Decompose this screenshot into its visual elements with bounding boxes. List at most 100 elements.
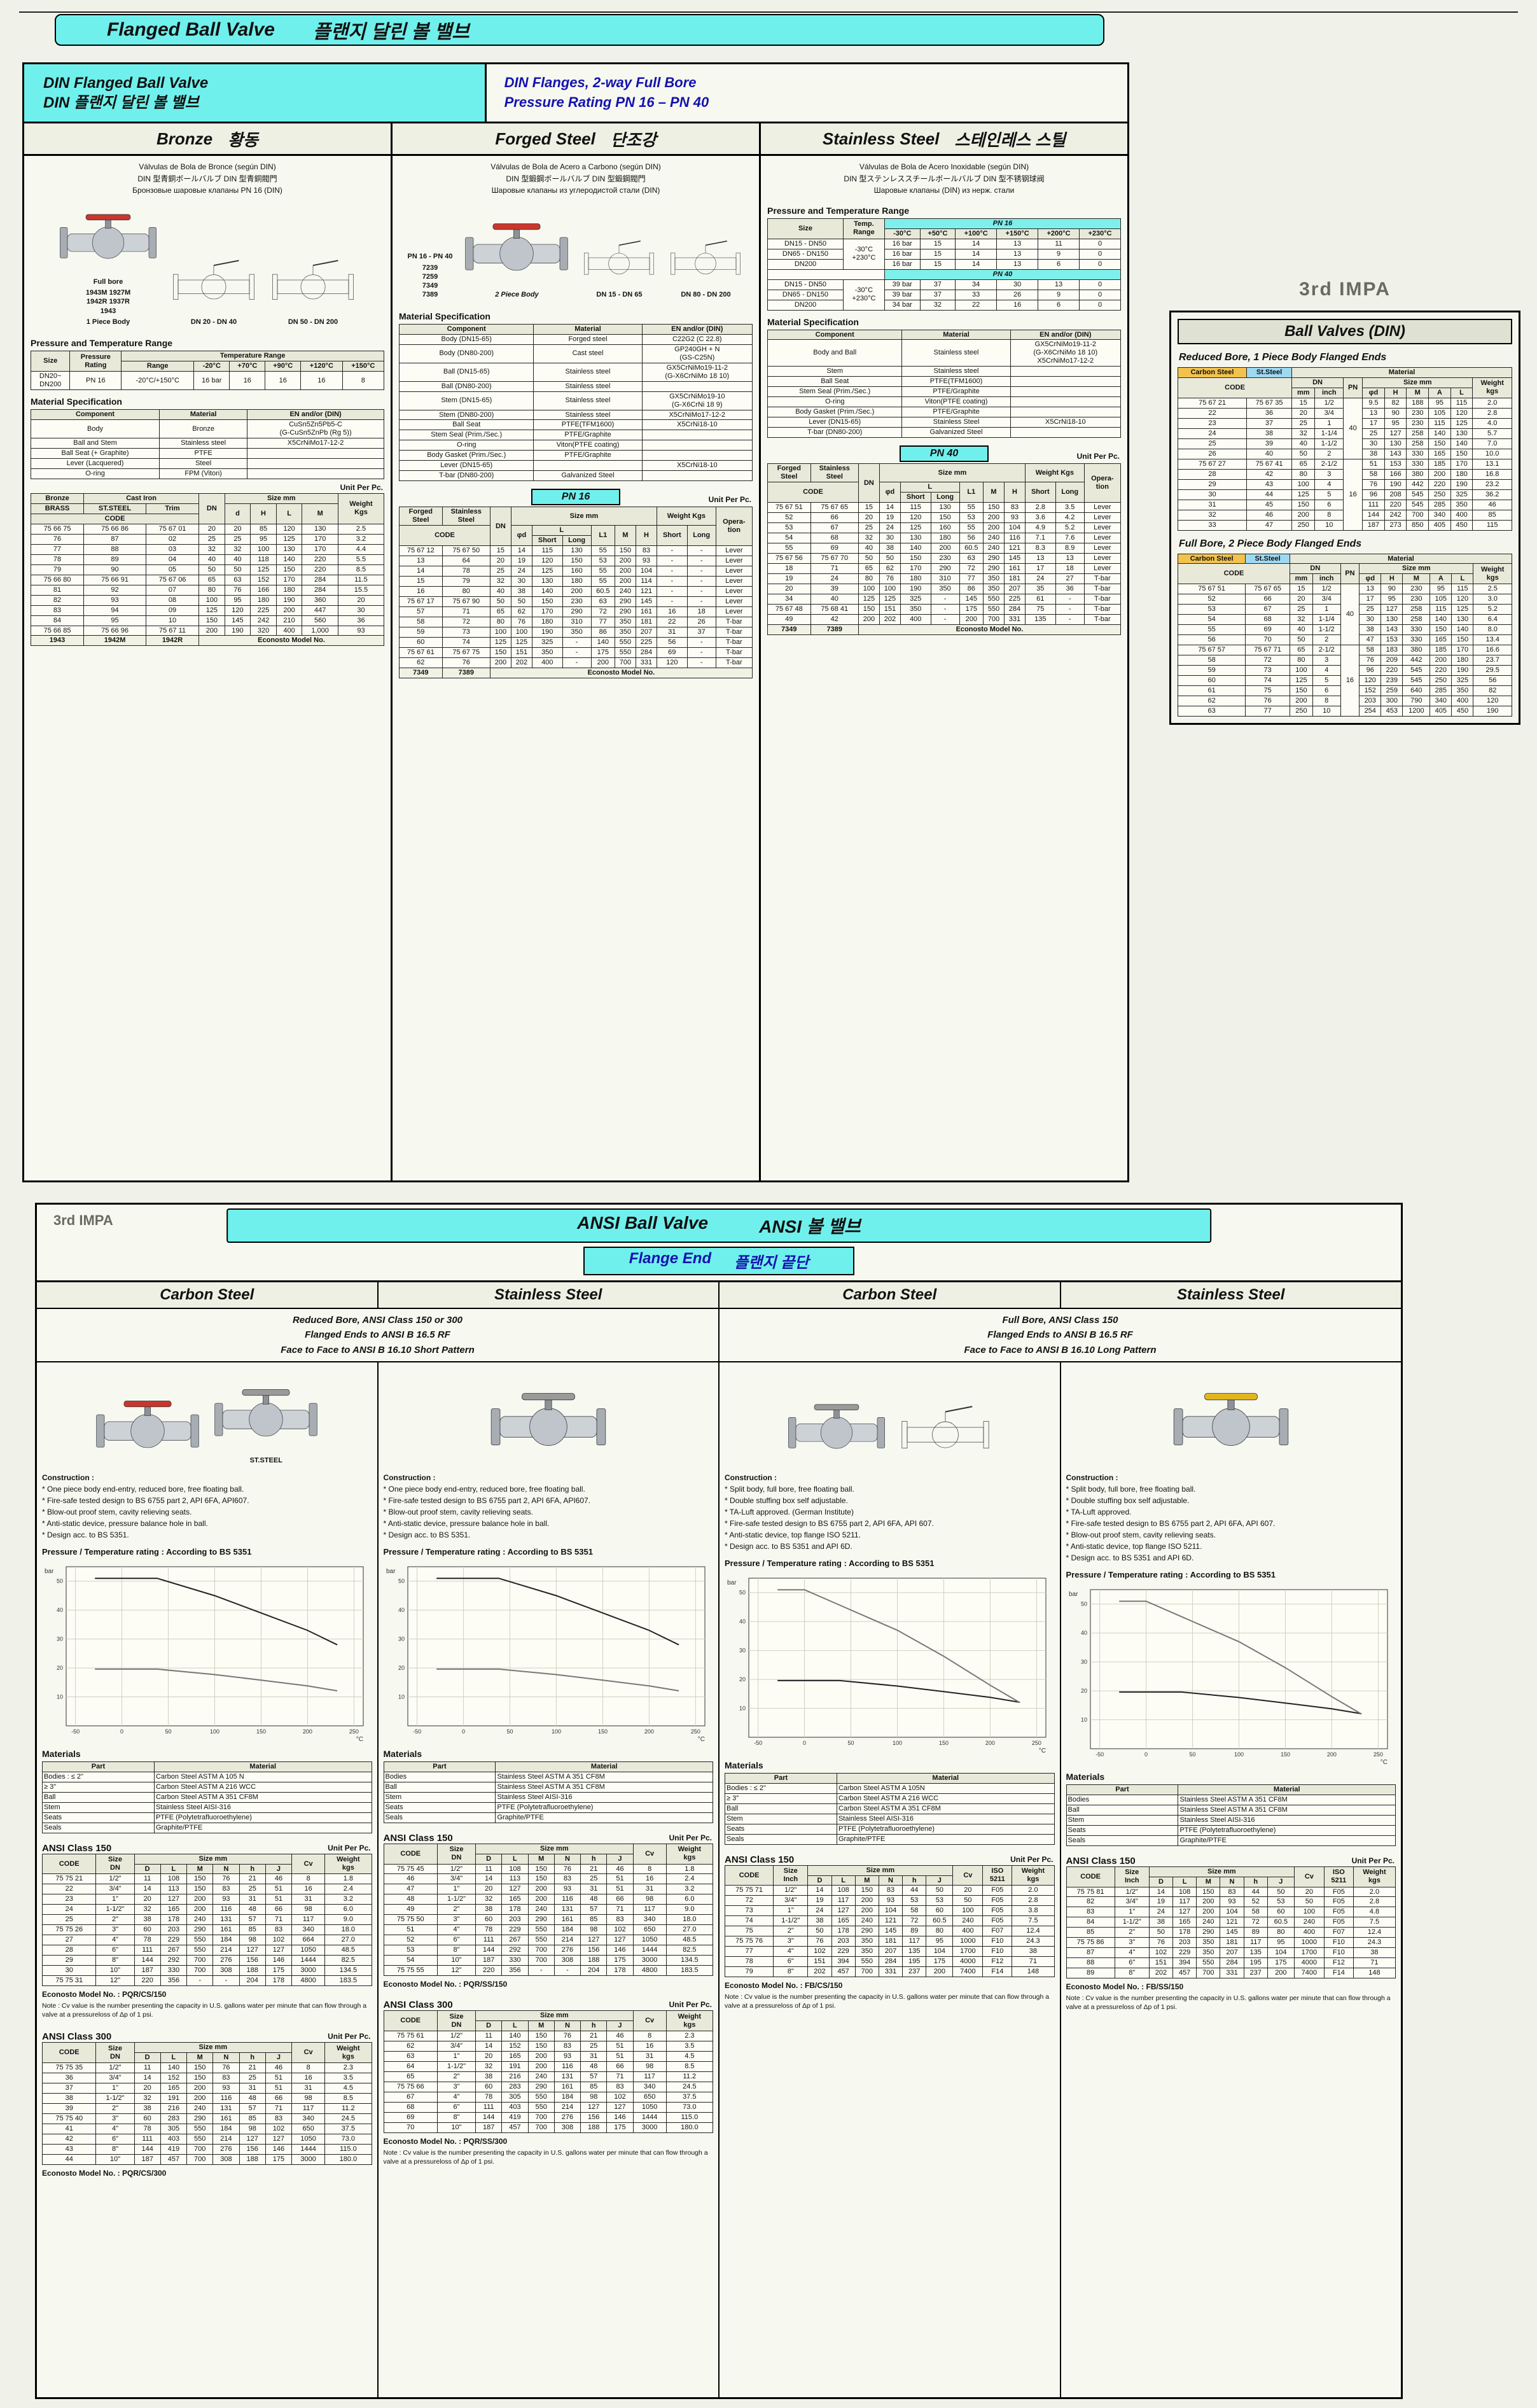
ansi-section: 3rd IMPA ANSI Ball Valve ANSI 볼 밸브 Flang… [35, 1203, 1403, 2399]
class150-row: ANSI Class 150 Unit Per Pc. [1066, 1852, 1396, 1866]
cv-note: Note : Cv value is the number presenting… [42, 2002, 367, 2019]
flange-end-band: Flange End 플랜지 끝단 [583, 1247, 855, 1275]
table-row: Bodies : ≤ 2"Carbon Steel ASTM A 105 N [42, 1771, 372, 1782]
svg-text:150: 150 [939, 1740, 949, 1746]
construction-label: Construction : [383, 1473, 436, 1482]
class300-row: ANSI Class 300 Unit Per Pc. [384, 1996, 714, 2010]
bronze-drawing-small: DN 20 - DN 40 [169, 253, 258, 326]
din-title-en: DIN Flanged Ball Valve [43, 74, 209, 92]
table-header-row: Range-20°C+70°C+90°C+120°C+150°C [31, 361, 385, 372]
pt-range-label: Pressure and Temperature Range [31, 338, 173, 349]
svg-text:0: 0 [1144, 1751, 1148, 1758]
construction-line: * Split body, full bore, free floating b… [725, 1484, 854, 1494]
table-row: T-bar (DN80-200)Galvanized Steel [398, 470, 753, 482]
table-row: Ball (DN80-200)Stainless steel [398, 381, 753, 392]
materials-label: Materials [725, 1760, 763, 1770]
econosto-model: Econosto Model No. : PQR/SS/150 [383, 1980, 508, 1989]
forged-drawing-large: DN 80 - DN 200 [667, 235, 744, 299]
svg-text:100: 100 [893, 1740, 902, 1746]
svg-text:200: 200 [1326, 1751, 1336, 1758]
econosto-model: Econosto Model No. : FB/SS/150 [1066, 1982, 1184, 1992]
construction-label: Construction : [42, 1473, 94, 1482]
unit-per-pc-label: Unit Per Pc. [1010, 1854, 1054, 1864]
svg-text:250: 250 [1373, 1751, 1382, 1758]
banner-line: Reduced Bore, ANSI Class 150 or 300 [292, 1315, 463, 1326]
ball-valves-din-panel: Ball Valves (DIN) Reduced Bore, 1 Piece … [1169, 311, 1520, 725]
construction-line: * Design acc. to BS 5351 and API 6D. [725, 1541, 852, 1551]
construction-line: * One piece body end-entry, reduced bore… [42, 1484, 244, 1494]
unit-per-pc-label: Unit Per Pc. [669, 2000, 712, 2010]
construction-line: * Design acc. to BS 5351. [383, 1530, 471, 1539]
class150-label: ANSI Class 150 [42, 1842, 112, 1854]
forged-images: PN 16 - PN 40 7239 7259 7349 7389 2 Piec… [399, 204, 753, 300]
forged-descriptions: Válvulas de Bola de Acero a Carbono (seg… [399, 161, 753, 197]
construction-line: * Anti-static device, top flange ISO 521… [725, 1530, 861, 1539]
svg-text:40: 40 [57, 1607, 63, 1613]
stainless-column: Stainless Steel 스테인레스 스틸 Válvulas de Bol… [761, 123, 1127, 1180]
bronze-images: Full bore 1943M 1927M 1942R 1937R 1943 1… [31, 204, 384, 326]
ansi-col-stainless-full: Construction : * Split body, full bore, … [1061, 1362, 1401, 2397]
econosto-model: Econosto Model No. : PQR/CS/300 [42, 2169, 167, 2178]
svg-text:30: 30 [1080, 1658, 1087, 1665]
ansi-columns: ST.STEEL Construction : * One piece body… [37, 1362, 1401, 2397]
dn-large-caption: DN 80 - DN 200 [681, 291, 731, 299]
stainless-valve-photo [212, 1379, 320, 1454]
pn-range-caption: PN 16 - PN 40 [407, 253, 453, 261]
svg-text:30: 30 [398, 1635, 404, 1642]
svg-text:10: 10 [57, 1693, 63, 1700]
forged-header-ko: 단조강 [610, 130, 657, 150]
svg-text:100: 100 [551, 1728, 560, 1735]
din-section: DIN Flanged Ball Valve DIN 플랜지 달린 볼 밸브 D… [22, 62, 1129, 1182]
class150-row: ANSI Class 150 Unit Per Pc. [42, 1840, 372, 1854]
svg-text:°C: °C [1380, 1759, 1387, 1766]
construction-line: * Blow-out proof stem, cavity relieving … [42, 1507, 192, 1516]
table-row: Ball Seat (+ Graphite)PTFE [30, 448, 384, 459]
svg-text:150: 150 [1280, 1751, 1290, 1758]
banner-line: Full Bore, ANSI Class 150 [1002, 1315, 1118, 1326]
